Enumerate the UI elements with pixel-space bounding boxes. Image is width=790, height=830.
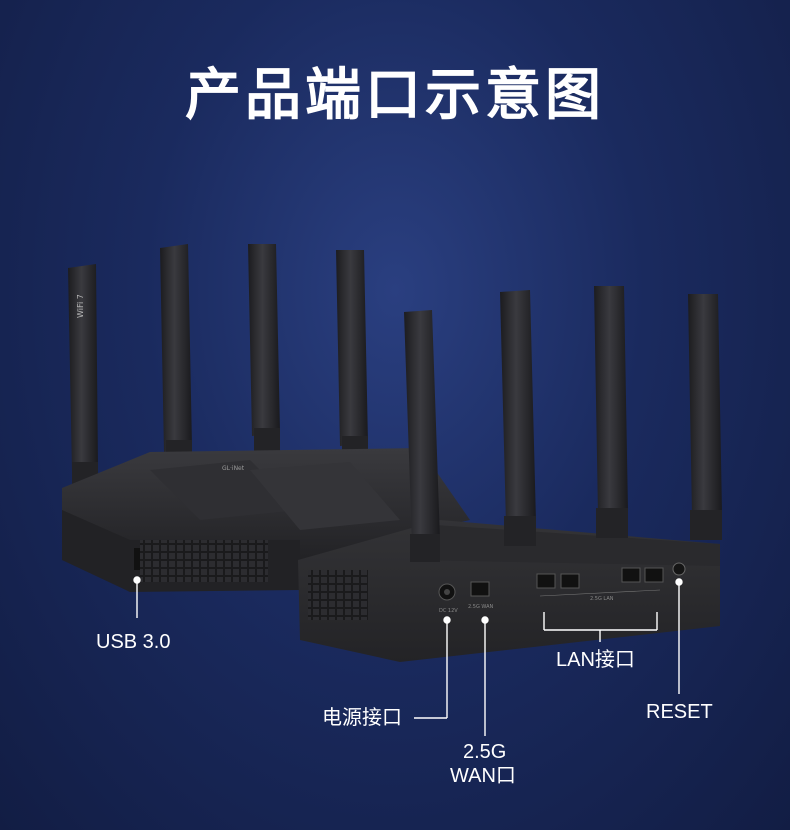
power-port-label: 电源接口 <box>322 707 402 729</box>
page-title: 产品端口示意图 <box>185 63 605 128</box>
router-body: GL·iNet DC 12V 2.5G WAN 2.5G LAN <box>62 448 720 662</box>
wan-label-line1: 2.5G <box>463 741 507 763</box>
lan-port-2 <box>560 573 580 589</box>
dc-mark: DC 12V <box>439 608 458 614</box>
lan-mark: 2.5G LAN <box>590 596 614 602</box>
antenna-group-front <box>404 286 722 562</box>
callouts <box>133 576 683 736</box>
usb-label: USB 3.0 <box>96 631 171 653</box>
reset-label: RESET <box>646 701 713 723</box>
wan-port <box>470 581 490 597</box>
usb-port <box>134 548 140 570</box>
lan-port-3 <box>621 567 641 583</box>
wifi7-mark: WiFi 7 <box>76 294 85 318</box>
wan-label-line2: WAN口 <box>450 765 516 787</box>
brand-mark: GL·iNet <box>222 465 245 472</box>
lan-port-1 <box>536 573 556 589</box>
wan-mark: 2.5G WAN <box>468 604 494 610</box>
lan-port-label: LAN接口 <box>556 649 635 671</box>
lan-port-4 <box>644 567 664 583</box>
reset-button-hole <box>672 562 686 576</box>
